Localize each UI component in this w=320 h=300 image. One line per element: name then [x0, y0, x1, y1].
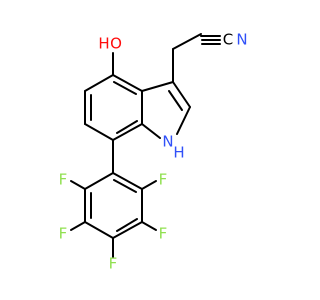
hydroxyl-label-o: O	[110, 35, 122, 53]
bond-ar3-ar4	[84, 221, 114, 239]
bond-c2-n1	[176, 106, 191, 135]
nitrile-carbon-label: C	[223, 31, 233, 49]
bond-ar6-ar1-inner	[113, 179, 137, 193]
bond-c3a-c4	[112, 74, 143, 92]
bond-c7-c7a-inner	[116, 120, 138, 134]
nitrile-nitrogen-label: N	[236, 31, 247, 49]
indole-nitrogen-label: N	[162, 133, 173, 151]
indole-hydrogen-label: H	[173, 144, 184, 162]
fluorine-right-top-label: F	[159, 171, 168, 189]
bond-ch2-cn	[172, 33, 202, 50]
fluorine-left-bottom-label: F	[59, 225, 68, 243]
bond-ar1-ar2	[84, 172, 114, 190]
bond-c-f-left-bottom	[70, 221, 86, 231]
bond-c-f-left-top	[70, 180, 86, 190]
bond-c3a-c4-inner	[113, 81, 137, 95]
hydroxyl-label-h: H	[98, 35, 109, 53]
bond-c3a-c3	[141, 81, 174, 92]
bond-ar6-ar1	[112, 172, 143, 190]
fluorine-right-bottom-label: F	[159, 225, 168, 243]
fluorine-bottom-label: F	[109, 255, 118, 273]
chemical-structure-diagram: H O C N N H F F F F F	[59, 31, 248, 273]
bond-c3-c2	[172, 81, 191, 108]
fluorine-left-top-label: F	[59, 171, 68, 189]
bond-ar4-ar5-inner	[116, 218, 138, 232]
bond-lines	[70, 33, 221, 258]
bond-c3-c2-inner	[168, 90, 183, 111]
bond-c7-c7a	[112, 123, 143, 141]
bond-c6-c7	[84, 123, 114, 141]
bond-n1-c7a	[141, 123, 161, 139]
bond-c-f-right-bottom	[141, 221, 157, 231]
bond-c4-c5	[84, 74, 114, 92]
bond-ar4-ar5	[112, 221, 143, 239]
atom-labels: H O C N N H F F F F F	[59, 31, 248, 273]
bond-c-f-right-top	[141, 180, 157, 190]
